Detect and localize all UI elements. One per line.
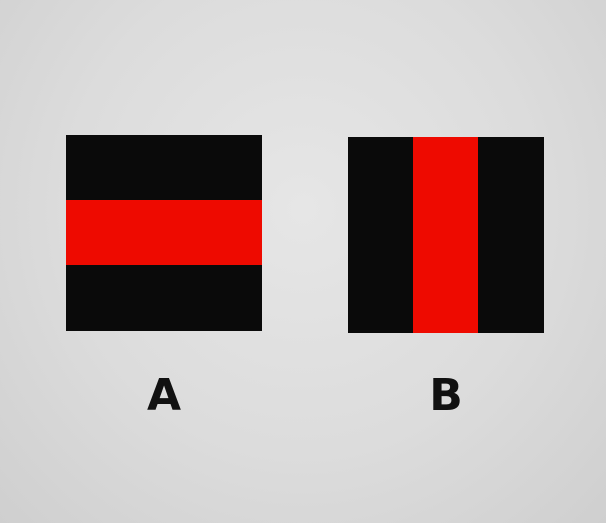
flag-b-red-vertical-stripe bbox=[413, 137, 478, 333]
label-b: B bbox=[429, 370, 463, 421]
flag-b-square bbox=[348, 137, 544, 333]
label-a: A bbox=[146, 370, 182, 421]
flag-a-square bbox=[66, 135, 262, 331]
flag-a-red-horizontal-stripe bbox=[66, 200, 262, 265]
